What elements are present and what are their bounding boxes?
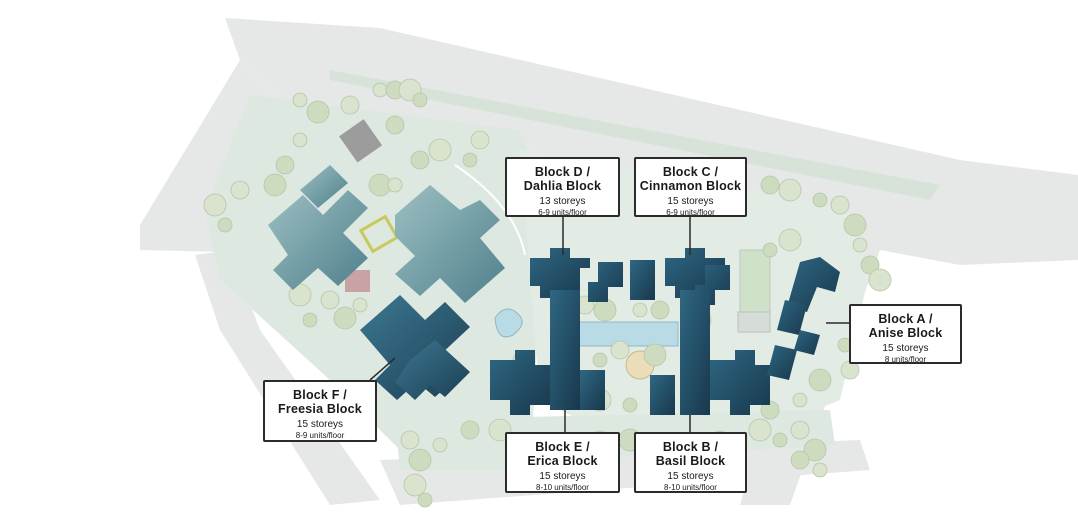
block-c-line2: Cinnamon Block (639, 179, 742, 193)
block-c-b-building (650, 248, 770, 415)
tree (830, 195, 850, 215)
block-b-line1: Block B / (662, 440, 719, 454)
block-a-label: Block A / Anise Block 15 storeys 8 units… (849, 304, 962, 364)
block-e-line1: Block E / (535, 440, 590, 454)
leader-lines (369, 216, 850, 432)
block-f-building (268, 165, 505, 400)
tree (860, 255, 880, 275)
tree (852, 237, 868, 253)
block-a-line2: Anise Block (868, 326, 943, 340)
tree (275, 155, 295, 175)
tree (650, 300, 670, 320)
tree (803, 438, 827, 462)
tree (622, 397, 638, 413)
tree (460, 420, 480, 440)
tree (288, 283, 312, 307)
block-c-line1: Block C / (662, 165, 719, 179)
tree (778, 178, 802, 202)
block-d-label: Block D / Dahlia Block 13 storeys 6-9 un… (505, 157, 620, 217)
block-e-line2: Erica Block (527, 454, 598, 468)
tree (230, 180, 250, 200)
tree (203, 193, 227, 217)
block-c-units: 6-9 units/floor (666, 208, 715, 217)
tree (632, 302, 648, 318)
tree (217, 217, 233, 233)
tree (410, 150, 430, 170)
tree (762, 242, 778, 258)
tree (428, 138, 452, 162)
tree (868, 268, 892, 292)
block-a-storeys: 15 storeys (882, 343, 929, 354)
tree (812, 192, 828, 208)
tree (778, 228, 802, 252)
tree (593, 298, 617, 322)
block-e-label: Block E / Erica Block 15 storeys 8-10 un… (505, 432, 620, 493)
tree (808, 368, 832, 392)
tree (412, 92, 428, 108)
tree (333, 306, 357, 330)
block-f-line2: Freesia Block (278, 402, 362, 416)
tree (292, 92, 308, 108)
tree (610, 340, 630, 360)
tree (320, 290, 340, 310)
block-a-building (767, 257, 840, 380)
block-b-line2: Basil Block (655, 454, 726, 468)
block-d-line2: Dahlia Block (523, 179, 602, 193)
block-f-storeys: 15 storeys (296, 419, 344, 430)
tree (790, 420, 810, 440)
tree (385, 115, 405, 135)
tree (263, 173, 287, 197)
block-c-label: Block C / Cinnamon Block 15 storeys 6-9 … (634, 157, 747, 217)
block-d-e-building (490, 248, 655, 415)
tree (592, 352, 608, 368)
tree (417, 492, 433, 508)
tree (400, 430, 420, 450)
block-d-storeys: 13 storeys (539, 196, 586, 207)
tree (306, 100, 330, 124)
tree (748, 418, 772, 442)
tree (302, 312, 318, 328)
tree (408, 448, 432, 472)
block-d-units: 6-9 units/floor (538, 208, 587, 217)
block-b-storeys: 15 storeys (667, 471, 714, 482)
block-a-units: 8 units/floor (884, 355, 927, 364)
tree (372, 82, 388, 98)
tree (403, 473, 427, 497)
tree (843, 213, 867, 237)
tree (812, 462, 828, 478)
tree (772, 432, 788, 448)
tree (340, 95, 360, 115)
block-f-label: Block F / Freesia Block 15 storeys 8-9 u… (263, 380, 377, 442)
block-e-units: 8-10 units/floor (536, 483, 589, 492)
tree (470, 130, 490, 150)
tree (292, 132, 308, 148)
tree (352, 297, 368, 313)
block-b-units: 8-10 units/floor (664, 483, 717, 492)
block-f-line1: Block F / (293, 388, 347, 402)
tree (790, 450, 810, 470)
tree (387, 177, 403, 193)
block-c-storeys: 15 storeys (667, 196, 714, 207)
block-f-units: 8-9 units/floor (295, 431, 345, 440)
block-e-storeys: 15 storeys (539, 471, 586, 482)
tree (792, 392, 808, 408)
block-a-line1: Block A / (878, 312, 933, 326)
block-d-line1: Block D / (534, 165, 591, 179)
tree (760, 175, 780, 195)
tree (643, 343, 667, 367)
tree (462, 152, 478, 168)
block-b-label: Block B / Basil Block 15 storeys 8-10 un… (634, 432, 747, 493)
tree (432, 437, 448, 453)
